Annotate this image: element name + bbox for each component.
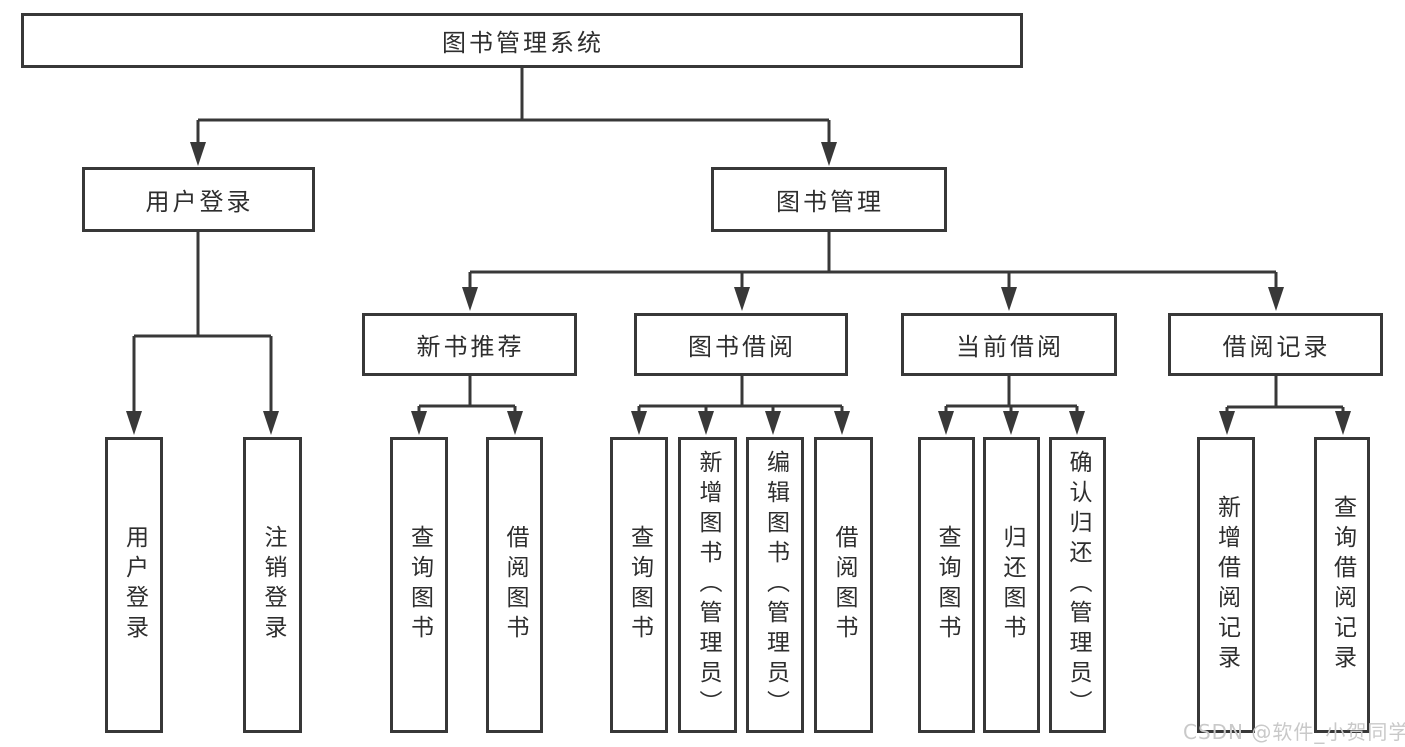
leaf-borrow-query-books: 查询图书	[610, 437, 668, 733]
leaf-logout: 注销登录	[243, 437, 302, 733]
connector-path	[132, 66, 1345, 413]
node-current-borrowing: 当前借阅	[901, 313, 1117, 376]
arrowhead-icon	[938, 411, 954, 435]
arrowhead-icon	[734, 287, 750, 311]
arrowhead-icon	[698, 411, 714, 435]
leaf-borrow-query-books-label: 查询图书	[626, 525, 653, 645]
leaf-current-return-books: 归还图书	[983, 437, 1040, 733]
leaf-borrow-add-book-admin-label: 新增图书（管理员）	[695, 450, 721, 720]
leaf-newbook-query-books-label: 查询图书	[406, 525, 433, 645]
arrowhead-icon	[631, 411, 647, 435]
arrowhead-icon	[462, 287, 478, 311]
arrowhead-icon	[821, 142, 837, 166]
leaf-records-query-record-label: 查询借阅记录	[1329, 495, 1356, 675]
leaf-current-query-books: 查询图书	[918, 437, 975, 733]
arrowhead-icon	[1335, 411, 1351, 435]
arrowhead-icon	[507, 411, 523, 435]
node-book-borrowing-label: 图书借阅	[688, 333, 796, 361]
node-book-management-label: 图书管理	[776, 188, 884, 216]
arrowhead-icon	[1268, 287, 1284, 311]
node-current-borrowing-label: 当前借阅	[956, 333, 1064, 361]
leaf-logout-label: 注销登录	[260, 525, 286, 645]
leaf-newbook-borrow-books-label: 借阅图书	[502, 525, 528, 645]
arrowhead-icon	[1219, 411, 1235, 435]
arrowhead-icon	[834, 411, 850, 435]
leaf-borrow-edit-book-admin-label: 编辑图书（管理员）	[762, 450, 789, 720]
leaf-records-add-record: 新增借阅记录	[1197, 437, 1255, 733]
leaf-current-return-books-label: 归还图书	[999, 525, 1025, 645]
leaf-current-confirm-return-admin: 确认归还（管理员）	[1049, 437, 1106, 733]
leaf-user-login: 用户登录	[105, 437, 163, 733]
leaf-borrow-add-book-admin: 新增图书（管理员）	[678, 437, 737, 733]
node-new-book-recommend-label: 新书推荐	[416, 333, 525, 361]
leaf-newbook-query-books: 查询图书	[390, 437, 448, 733]
arrowhead-icon	[263, 411, 279, 435]
arrowhead-icon	[1001, 287, 1017, 311]
leaf-current-query-books-label: 查询图书	[934, 525, 960, 645]
leaf-newbook-borrow-books: 借阅图书	[486, 437, 543, 733]
leaf-current-confirm-return-admin-label: 确认归还（管理员）	[1065, 450, 1091, 720]
arrowhead-icon	[765, 411, 781, 435]
node-new-book-recommend: 新书推荐	[362, 313, 577, 376]
watermark: CSDN @软件_小贺同学	[1183, 720, 1405, 744]
node-user-login-label: 用户登录	[145, 188, 254, 216]
node-root: 图书管理系统	[21, 13, 1023, 68]
leaf-records-add-record-label: 新增借阅记录	[1213, 495, 1240, 675]
arrowhead-icon	[126, 411, 142, 435]
leaf-user-login-label: 用户登录	[121, 525, 148, 645]
arrowhead-icon	[190, 142, 206, 166]
arrowhead-icon	[411, 411, 427, 435]
leaf-records-query-record: 查询借阅记录	[1314, 437, 1370, 733]
node-book-borrowing: 图书借阅	[634, 313, 848, 376]
leaf-borrow-borrow-books: 借阅图书	[814, 437, 873, 733]
node-root-label: 图书管理系统	[442, 29, 604, 57]
node-user-login: 用户登录	[82, 167, 315, 232]
node-borrow-records: 借阅记录	[1168, 313, 1383, 376]
leaf-borrow-borrow-books-label: 借阅图书	[831, 525, 857, 645]
node-book-management: 图书管理	[711, 167, 947, 232]
leaf-borrow-edit-book-admin: 编辑图书（管理员）	[746, 437, 804, 733]
arrowhead-icon	[1003, 411, 1019, 435]
node-borrow-records-label: 借阅记录	[1222, 333, 1331, 361]
arrowhead-icon	[1069, 411, 1085, 435]
